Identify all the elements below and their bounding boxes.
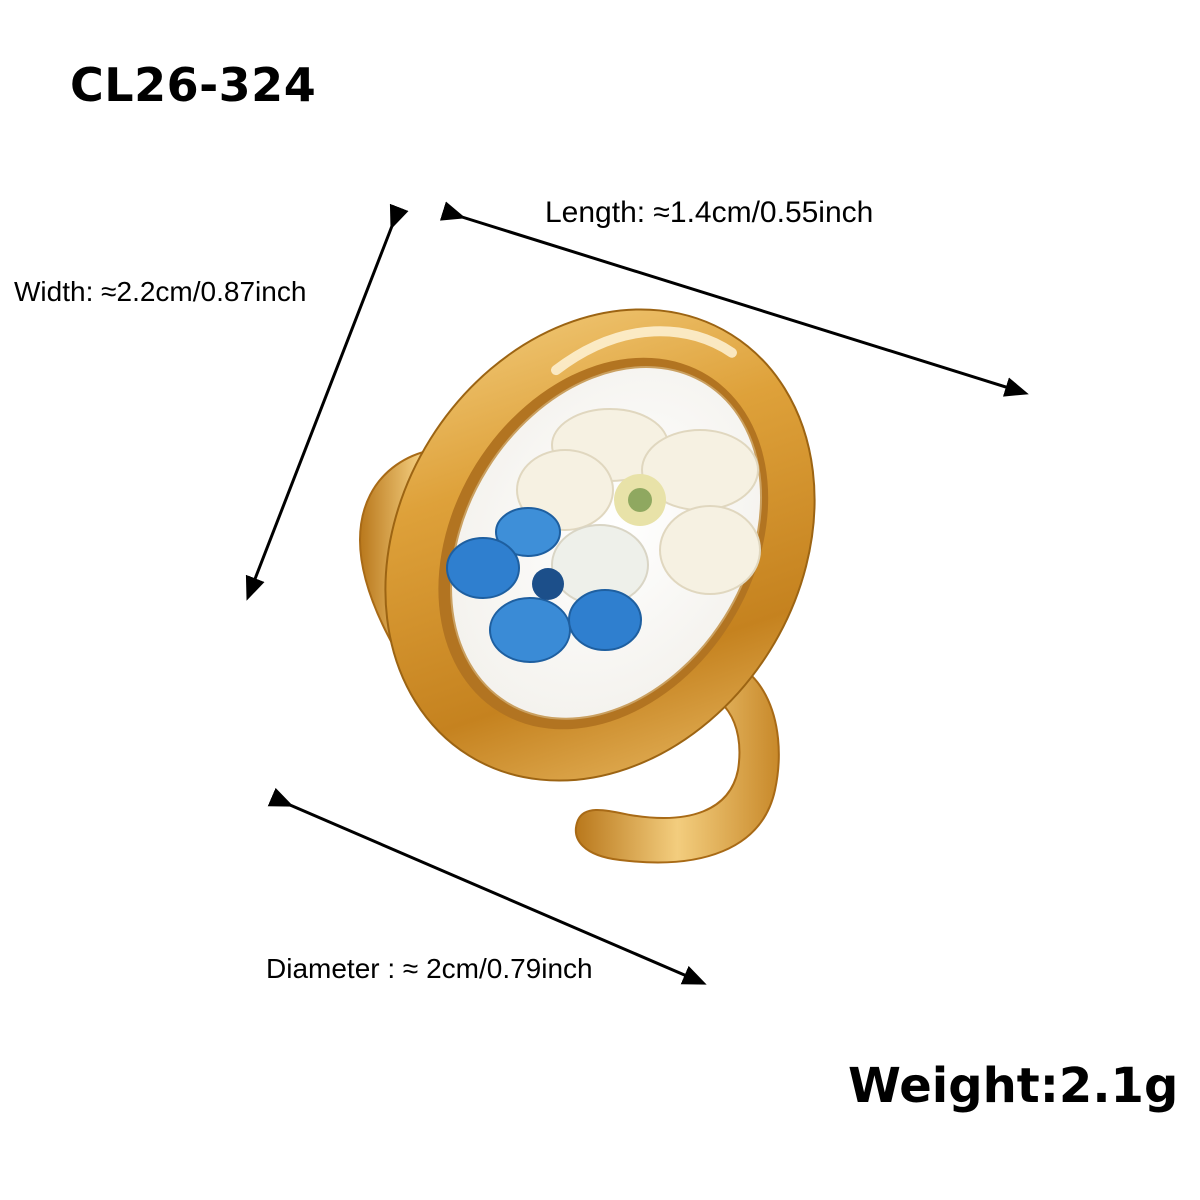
white-flower <box>516 408 761 606</box>
diameter-arrow <box>267 787 707 985</box>
weight-label: Weight:2.1g <box>848 1058 1179 1114</box>
length-arrow <box>439 201 1029 397</box>
product-code: CL26-324 <box>70 58 317 112</box>
ring-band-front <box>575 658 780 864</box>
width-arrow <box>245 203 409 601</box>
blue-flower <box>446 507 642 663</box>
